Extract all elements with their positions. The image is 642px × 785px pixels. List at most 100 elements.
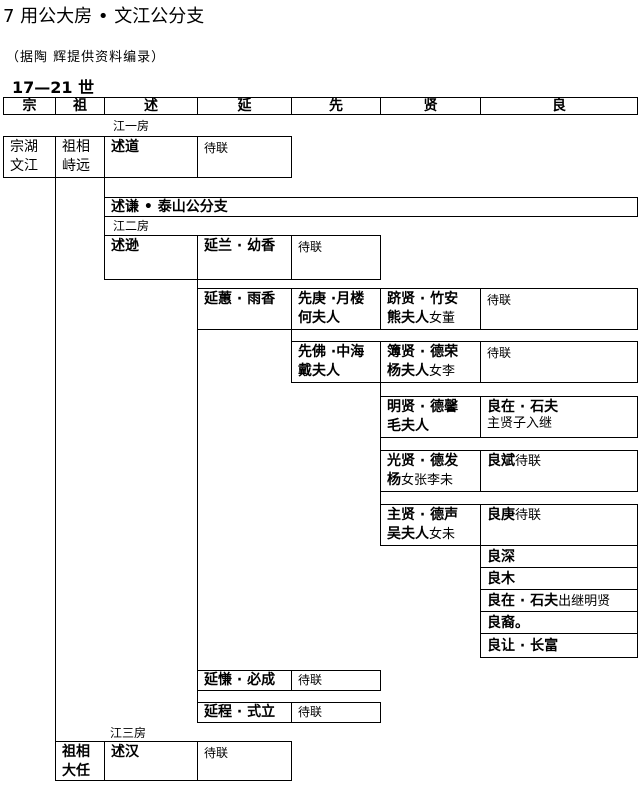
pending-note: 待联 [487, 293, 512, 307]
person-jixian-line2: 熊夫人女董 [381, 308, 480, 328]
person-shuxun-name: 述逊 [111, 238, 139, 254]
person-liangzai-name: 良在 · 石夫 [487, 399, 559, 415]
person-liangmu-name: 良木 [487, 571, 515, 587]
branch-banner-text: 述谦 • 泰山公分支 [111, 199, 228, 215]
room-label-3: 江三房 [110, 726, 147, 740]
person-yancheng: 延程 · 式立 [197, 702, 292, 723]
person-zhuxian-line1: 主贤 · 德声 [387, 507, 459, 523]
person-jixian-line1: 跻贤 · 竹安 [387, 291, 459, 307]
person-xianfo: 先佛 ·中海 戴夫人 [291, 341, 381, 383]
person-xiangeng-line1: 先庚 ·月楼 [298, 291, 365, 307]
pending-note: 待联 [204, 141, 229, 155]
person-liangzai-note: 主贤子入继 [487, 416, 553, 431]
person-xianfo-line2: 戴夫人 [298, 363, 340, 379]
pending-note: 待联 [487, 346, 512, 360]
header-zong: 宗 [3, 97, 56, 115]
pending-box-3: 待联 [480, 288, 638, 330]
person-boxian-extra: 女李 [429, 364, 456, 379]
person-yanlan-name: 延兰 · 幼香 [204, 238, 276, 254]
person-liangzai2-note: 出继明贤 [558, 594, 611, 609]
header-zu: 祖 [55, 97, 105, 115]
person-boxian-line1: 簿贤 · 德荣 [387, 344, 459, 360]
pending-box-6: 待联 [291, 702, 381, 723]
person-jixian: 跻贤 · 竹安 熊夫人女董 [380, 288, 481, 330]
person-liangyi-name: 良裔。 [487, 615, 529, 631]
person-shudao-name: 述道 [111, 139, 139, 155]
generation-range: 17—21 世 [12, 78, 95, 97]
person-yanxian: 延慊 · 必成 [197, 670, 292, 691]
person-zu1: 祖相 峙远 [55, 136, 105, 178]
person-zong-line2: 文江 [10, 158, 38, 174]
pending-note: 待联 [298, 240, 323, 254]
person-yanhui: 延蕙 · 雨香 [197, 288, 292, 330]
person-liangzai2: 良在 · 石夫出继明贤 [480, 589, 638, 612]
pending-box-7: 待联 [197, 741, 292, 781]
pending-note: 待联 [298, 673, 323, 687]
person-liangzai: 良在 · 石夫 主贤子入继 [480, 396, 638, 438]
person-guangxian-line1: 光贤 · 德发 [387, 453, 459, 469]
person-liangzai2-name: 良在 · 石夫 [487, 593, 559, 609]
person-yanhui-name: 延蕙 · 雨香 [204, 291, 276, 307]
pending-note: 待联 [515, 508, 542, 523]
pending-note: 待联 [515, 454, 542, 469]
person-xianfo-line1: 先佛 ·中海 [298, 344, 365, 360]
person-jixian-extra: 女董 [429, 311, 456, 326]
person-shuxun: 述逊 [104, 235, 198, 280]
person-mingxian: 明贤 · 德馨 毛夫人 [380, 396, 481, 438]
room-label-1: 江一房 [113, 119, 150, 133]
source-note: （据陶 辉提供资料编录） [6, 50, 166, 65]
connector-shu [104, 178, 105, 280]
person-mingxian-line2: 毛夫人 [387, 418, 429, 434]
person-yanxian-name: 延慊 · 必成 [204, 672, 276, 688]
header-shu: 述 [104, 97, 198, 115]
person-zhuxian-line2: 吴夫人女未 [381, 524, 480, 544]
person-zhuxian: 主贤 · 德声 吴夫人女未 [380, 504, 481, 546]
person-mingxian-line1: 明贤 · 德馨 [387, 399, 459, 415]
person-liangbin-name: 良斌 [487, 453, 515, 469]
person-zong-line1: 宗湖 [10, 139, 38, 155]
pending-box-2: 待联 [291, 235, 381, 280]
room-label-2: 江二房 [113, 219, 150, 233]
person-xiangeng-line2: 何夫人 [298, 310, 340, 326]
branch-banner: 述谦 • 泰山公分支 [104, 197, 638, 217]
person-liangrang-name: 良让 · 长富 [487, 638, 559, 654]
header-xian: 先 [291, 97, 381, 115]
person-boxian-line2: 杨夫人女李 [381, 361, 480, 381]
pending-note: 待联 [204, 746, 229, 760]
person-liangbin: 良斌待联 [480, 450, 638, 492]
header-yan: 延 [197, 97, 292, 115]
person-zu2-line1: 祖相 [62, 744, 90, 760]
person-zong: 宗湖 文江 [3, 136, 56, 178]
person-yanlan: 延兰 · 幼香 [197, 235, 292, 280]
person-guangxian: 光贤 · 德发 杨女张李未 [380, 450, 481, 492]
person-zu2: 祖相 大任 [55, 741, 105, 781]
person-xiangeng: 先庚 ·月楼 何夫人 [291, 288, 381, 330]
person-liangshen: 良深 [480, 545, 638, 568]
person-jixian-wife: 熊夫人 [387, 310, 429, 326]
person-liangshen-name: 良深 [487, 549, 515, 565]
pending-box-5: 待联 [291, 670, 381, 691]
person-guangxian-extra: 女张李未 [401, 473, 454, 488]
person-zu1-line1: 祖相 [62, 139, 90, 155]
header-liang: 良 [480, 97, 638, 115]
pending-note: 待联 [298, 705, 323, 719]
person-liangrang: 良让 · 长富 [480, 633, 638, 658]
person-zu2-line2: 大任 [62, 763, 90, 779]
person-zu1-line2: 峙远 [62, 158, 90, 174]
header-xian2: 贤 [380, 97, 481, 115]
person-lianggeng: 良庚待联 [480, 504, 638, 546]
person-zhuxian-extra: 女未 [429, 527, 456, 542]
person-guangxian-wife: 杨 [387, 472, 401, 488]
pending-box-1: 待联 [197, 136, 292, 178]
connector-yan [197, 280, 198, 720]
person-liangmu: 良木 [480, 567, 638, 590]
pending-box-4: 待联 [480, 341, 638, 383]
person-liangyi: 良裔。 [480, 611, 638, 634]
person-lianggeng-name: 良庚 [487, 507, 515, 523]
person-boxian-wife: 杨夫人 [387, 363, 429, 379]
person-zhuxian-wife: 吴夫人 [387, 526, 429, 542]
person-guangxian-line2: 杨女张李未 [381, 470, 480, 490]
person-shuhan: 述汉 [104, 741, 198, 781]
person-yancheng-name: 延程 · 式立 [204, 704, 276, 720]
connector-zu [55, 178, 56, 741]
